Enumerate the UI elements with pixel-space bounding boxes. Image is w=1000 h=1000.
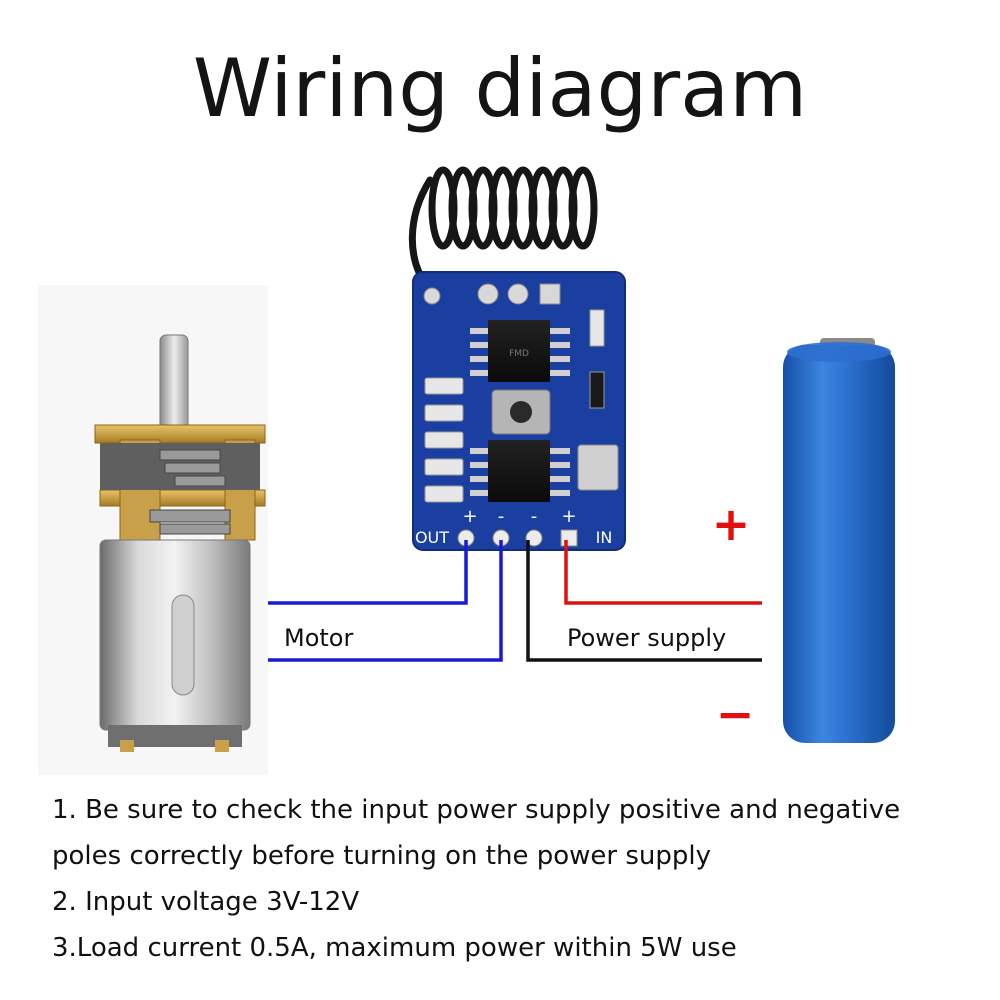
power-supply-label: Power supply: [567, 624, 726, 652]
pin-label-out-plus: +: [462, 506, 477, 527]
motor-wire-bottom: [268, 540, 503, 662]
pin-label-in-plus: +: [561, 506, 576, 527]
motor-label: Motor: [284, 624, 353, 652]
pin-label-in: IN: [596, 528, 613, 547]
positive-wire: [564, 540, 762, 605]
chip-top: FMD: [470, 320, 570, 382]
chip-marking: FMD: [509, 349, 529, 359]
motor-wire-top: [268, 540, 468, 605]
note-line: 2. Input voltage 3V-12V: [52, 887, 360, 917]
pairing-button: [491, 389, 551, 435]
receiver-board: FMD: [412, 271, 626, 551]
negative-sign: −: [716, 687, 755, 741]
note-line: 1. Be sure to check the input power supp…: [52, 795, 901, 825]
pin-label-in-minus: -: [531, 506, 538, 527]
positive-sign: +: [712, 497, 751, 551]
pin-label-out-minus: -: [498, 506, 505, 527]
gear-motor: [38, 285, 268, 775]
chip-bottom: [470, 440, 570, 502]
notes-list: 1. Be sure to check the input power supp…: [52, 787, 982, 971]
wiring-diagram: FMD: [38, 166, 895, 775]
pin-label-out: OUT: [415, 528, 449, 547]
note-line: poles correctly before turning on the po…: [52, 841, 712, 871]
wires: [268, 540, 762, 662]
battery: [783, 338, 895, 743]
page-title: Wiring diagram: [192, 42, 808, 135]
negative-wire: [526, 540, 762, 662]
note-line: 3.Load current 0.5A, maximum power withi…: [52, 933, 737, 963]
